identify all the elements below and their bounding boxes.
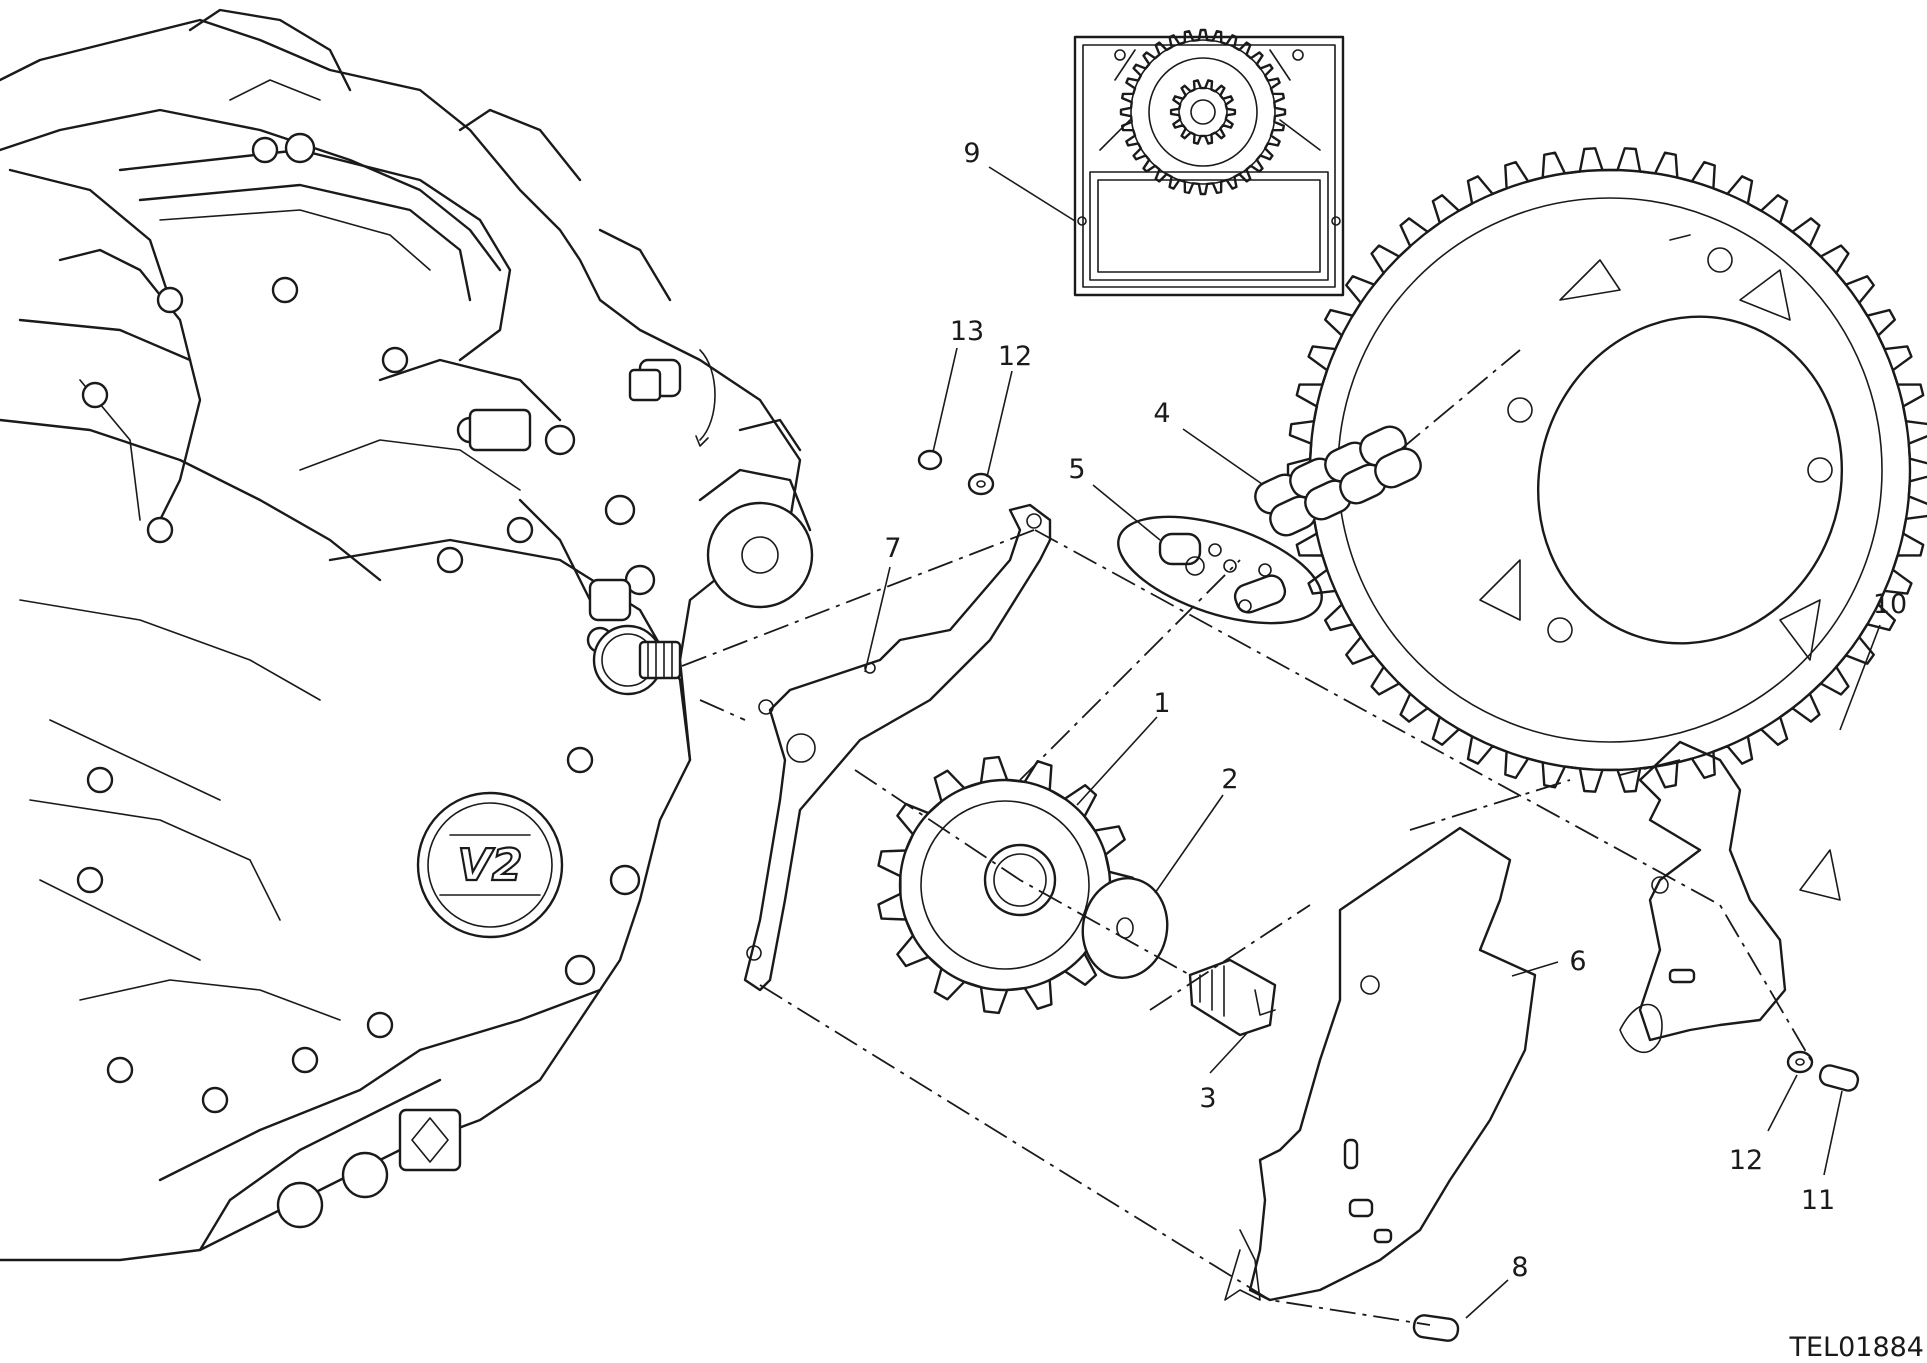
sprocket-cover-plate — [743, 503, 1052, 992]
callout-6: 6 — [1569, 946, 1586, 977]
callout-2: 2 — [1221, 764, 1238, 795]
nut-13 — [917, 449, 943, 471]
callout-labels: 1 2 3 4 5 6 7 8 9 10 11 12 12 13 — [884, 138, 1907, 1283]
washer-12-right — [1786, 1050, 1814, 1074]
callout-7: 7 — [884, 533, 901, 564]
callout-4: 4 — [1153, 398, 1170, 429]
callout-10: 10 — [1873, 589, 1907, 620]
sprocket-washer — [1081, 877, 1169, 979]
callout-12-top: 12 — [998, 341, 1032, 372]
callout-1: 1 — [1153, 688, 1170, 719]
washer-12-top — [967, 472, 995, 496]
assembly-axis-lines — [681, 349, 1813, 1326]
master-link-kit — [1117, 515, 1323, 625]
front-sprocket — [877, 755, 1134, 1015]
engine-logo-text: V2 — [458, 840, 523, 891]
callout-3: 3 — [1199, 1083, 1216, 1114]
callout-11: 11 — [1801, 1185, 1835, 1216]
engine-crankcase: V2 — [0, 8, 814, 1262]
screw-8 — [1412, 1314, 1460, 1342]
callout-8: 8 — [1511, 1252, 1528, 1283]
drive-chain-section — [1254, 425, 1422, 537]
front-chain-guard — [1224, 826, 1537, 1302]
callout-leaders — [864, 166, 1881, 1319]
front-sprocket-teeth — [877, 755, 1134, 1015]
drawing-reference: TEL01884 — [1789, 1332, 1925, 1363]
callout-5: 5 — [1068, 454, 1085, 485]
chain-guard-bracket — [1619, 740, 1841, 1054]
chain-sticker-label-teeth — [1169, 79, 1237, 145]
chain-sticker-label — [1073, 28, 1345, 297]
callout-12-right: 12 — [1729, 1145, 1763, 1176]
callout-9: 9 — [963, 138, 980, 169]
engine-cover-v2: V2 — [416, 791, 564, 939]
callout-13: 13 — [950, 316, 984, 347]
screw-11 — [1818, 1064, 1860, 1092]
chain-sticker-label-teeth — [1119, 28, 1287, 196]
sprocket-bolt — [1188, 958, 1277, 1037]
